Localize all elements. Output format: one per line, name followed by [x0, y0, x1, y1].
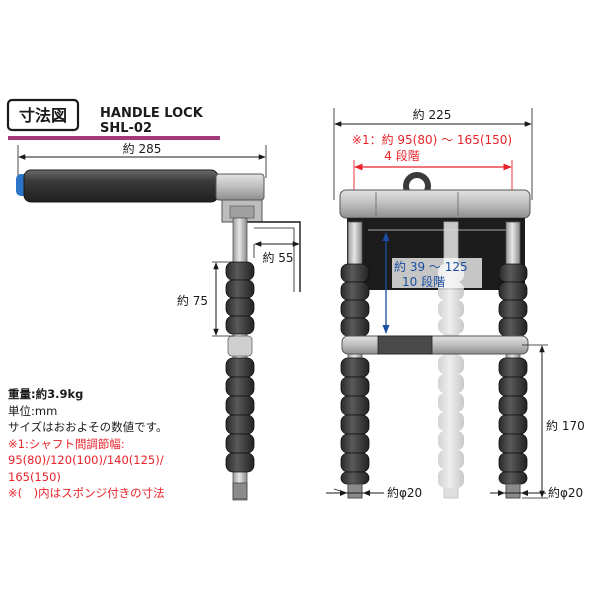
diameter-right-label: 約φ20: [548, 485, 583, 500]
cross-bar: [341, 335, 529, 355]
shaft-adjust-values-1: 95(80)/120(100)/140(125)/: [8, 453, 164, 467]
shaft-adjust-values-2: 165(150): [8, 469, 61, 484]
side-view: 約 285 約 55: [16, 141, 301, 501]
shaft-spacing-steps: 4 段階: [384, 148, 419, 163]
title-badge-label: 寸法図: [19, 106, 67, 125]
header-accent-line: [8, 136, 220, 140]
height-range-steps: 10 段階: [402, 274, 445, 289]
left-shaft: [340, 221, 370, 499]
total-height-label: 約 170: [546, 418, 585, 433]
width-label: 約 225: [413, 107, 452, 122]
model-code: SHL-02: [100, 121, 152, 136]
unit-note: 単位:mm: [8, 403, 58, 418]
height-range-label: 約 39 ～ 125: [394, 259, 468, 274]
upper-sponge: [225, 261, 255, 335]
height-label: 約 75: [177, 293, 208, 308]
length-label: 約 285: [123, 141, 162, 156]
shaft-spacing-label: ※1：約 95(80) ～ 165(150): [352, 132, 512, 147]
header: 寸法図 HANDLE LOCK SHL-02: [6, 98, 220, 140]
approx-note: サイズはおおよその数値です。: [8, 420, 168, 434]
lower-sponge: [225, 357, 255, 473]
right-shaft: [498, 221, 528, 499]
top-bar: [339, 189, 531, 219]
diameter-left-label: 約φ20: [387, 485, 422, 500]
title-badge: [6, 98, 80, 132]
handle-grip: [23, 169, 219, 203]
sponge-note: ※( )内はスポンジ付きの寸法: [8, 486, 165, 500]
spec-notes: 重量:約3.9kg 単位:mm サイズはおおよその数値です。 ※1:シャフト間調…: [8, 386, 238, 502]
shaft-adjust-title: ※1:シャフト間調節幅:: [8, 436, 125, 451]
model-name: HANDLE LOCK: [100, 106, 204, 121]
front-view: 約 225 ※1：約 95(80) ～ 165(150) 4 段階: [326, 107, 585, 500]
offset-label: 約 55: [262, 250, 293, 265]
weight-note: 重量:約3.9kg: [8, 387, 84, 401]
